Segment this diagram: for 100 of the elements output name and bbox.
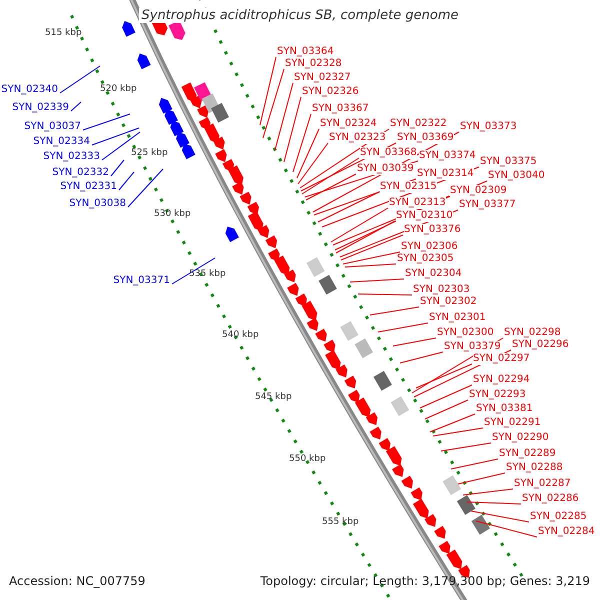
gene-label: SYN_02288 — [506, 462, 563, 474]
leader-line — [392, 338, 436, 346]
gene-label: SYN_03040 — [488, 170, 545, 182]
gene-label: SYN_02304 — [405, 268, 462, 280]
leader-line — [416, 364, 472, 388]
gene-label: SYN_02301 — [429, 312, 486, 324]
gene-label: SYN_02287 — [514, 478, 571, 490]
gene-label: SYN_02333 — [43, 151, 100, 163]
gene-label: SYN_02331 — [60, 181, 117, 193]
scale-label: 550 kbp — [289, 454, 326, 465]
leader-line — [462, 488, 514, 496]
scale-label: 545 kbp — [255, 392, 292, 403]
leader-line — [318, 192, 380, 222]
gene-label: SYN_03374 — [419, 150, 476, 162]
leader-line — [302, 158, 360, 194]
leader-line — [336, 220, 396, 254]
gene-label: SYN_02313 — [389, 197, 446, 209]
leader-line — [274, 82, 294, 150]
gene-label: SYN_02310 — [396, 210, 453, 222]
gene-label: SYN_02298 — [504, 327, 561, 339]
gene-label: SYN_03373 — [460, 121, 517, 133]
gene-label: SYN_02332 — [52, 167, 109, 179]
gene-label: SYN_02339 — [12, 102, 69, 114]
gene-label: SYN_02326 — [302, 86, 359, 98]
gene-label: SYN_02289 — [499, 448, 556, 460]
scale-label: 540 kbp — [222, 330, 259, 341]
leader-line — [92, 128, 140, 146]
scale-label: 555 kbp — [322, 517, 359, 528]
gene-label: SYN_02296 — [512, 339, 569, 351]
gene-label: SYN_02285 — [530, 511, 587, 523]
gene-label: SYN_03375 — [480, 156, 537, 168]
gene-label: SYN_03381 — [476, 403, 533, 415]
gene-label: SYN_02334 — [33, 136, 90, 148]
leader-line — [70, 102, 82, 112]
leader-line — [350, 278, 404, 282]
leader-line — [298, 142, 328, 184]
gene-label: SYN_03039 — [357, 163, 414, 175]
leader-line — [440, 442, 492, 452]
gene-label: SYN_03367 — [312, 103, 369, 115]
gene-label: SYN_02314 — [417, 168, 474, 180]
topology-text: Topology: circular; Length: 3,179,300 bp; Genes: 3,219 — [260, 574, 590, 588]
leader-line — [400, 352, 444, 364]
leader-line — [82, 114, 130, 130]
leader-line — [102, 132, 140, 160]
gene-label: SYN_03364 — [277, 46, 334, 58]
leader-line — [110, 160, 124, 176]
leader-line — [292, 114, 312, 172]
gene-label: SYN_02293 — [469, 389, 526, 401]
scale-label: 520 kbp — [100, 84, 137, 95]
gene-label: SYN_02294 — [473, 374, 530, 386]
gene-label: SYN_02300 — [437, 327, 494, 339]
gene-label: SYN_03377 — [459, 199, 516, 211]
gene-label: SYN_03038 — [69, 198, 126, 210]
scale-label: 530 kbp — [154, 209, 191, 220]
scale-label: 515 kbp — [45, 28, 82, 39]
leader-line — [458, 472, 506, 484]
leader-line — [370, 306, 420, 316]
leader-line — [118, 172, 134, 190]
gene-label: SYN_02284 — [538, 526, 595, 538]
leader-line — [260, 56, 276, 126]
gene-label: SYN_03379 — [444, 341, 501, 353]
gene-label: SYN_02302 — [420, 296, 477, 308]
gene-label: SYN_02286 — [522, 493, 579, 505]
leader-line — [262, 68, 284, 138]
gene-label: SYN_02328 — [285, 58, 342, 70]
leader-line — [128, 168, 164, 208]
gene-label: SYN_03368 — [360, 147, 417, 159]
leader-line — [432, 428, 484, 436]
gene-label: SYN_02340 — [1, 84, 58, 96]
leader-line — [378, 322, 428, 332]
leader-line — [358, 294, 412, 296]
leader-line — [470, 510, 530, 522]
gene-label: SYN_03037 — [24, 121, 81, 133]
leader-line — [476, 520, 538, 538]
gene-label: SYN_02323 — [329, 132, 386, 144]
scale-label: 525 kbp — [131, 148, 168, 159]
scale-label: 535 kbp — [189, 269, 226, 280]
gene-label: SYN_02291 — [484, 417, 541, 429]
gene-label: SYN_02322 — [390, 118, 447, 130]
leader-line — [172, 258, 216, 284]
accession-text: Accession: NC_007759 — [9, 574, 146, 588]
gene-label: SYN_02303 — [413, 284, 470, 296]
leader-line — [342, 252, 400, 264]
gene-label: SYN_03371 — [113, 275, 170, 287]
leader-line — [424, 400, 468, 420]
gene-label: SYN_03369 — [397, 132, 454, 144]
leader-line — [306, 174, 356, 200]
gene-label: SYN_02309 — [450, 185, 507, 197]
gene-label: SYN_02306 — [401, 241, 458, 253]
leader-line — [296, 128, 320, 178]
leader-line — [344, 264, 396, 268]
leader-line — [450, 458, 498, 470]
gene-label: SYN_02327 — [294, 72, 351, 84]
leader-line — [330, 208, 388, 242]
gene-label: SYN_02290 — [492, 432, 549, 444]
gene-label: SYN_02324 — [320, 118, 377, 130]
leader-line — [60, 66, 100, 94]
leader-line — [340, 234, 404, 260]
leader-line — [420, 384, 472, 408]
gene-label: SYN_02305 — [397, 253, 454, 265]
